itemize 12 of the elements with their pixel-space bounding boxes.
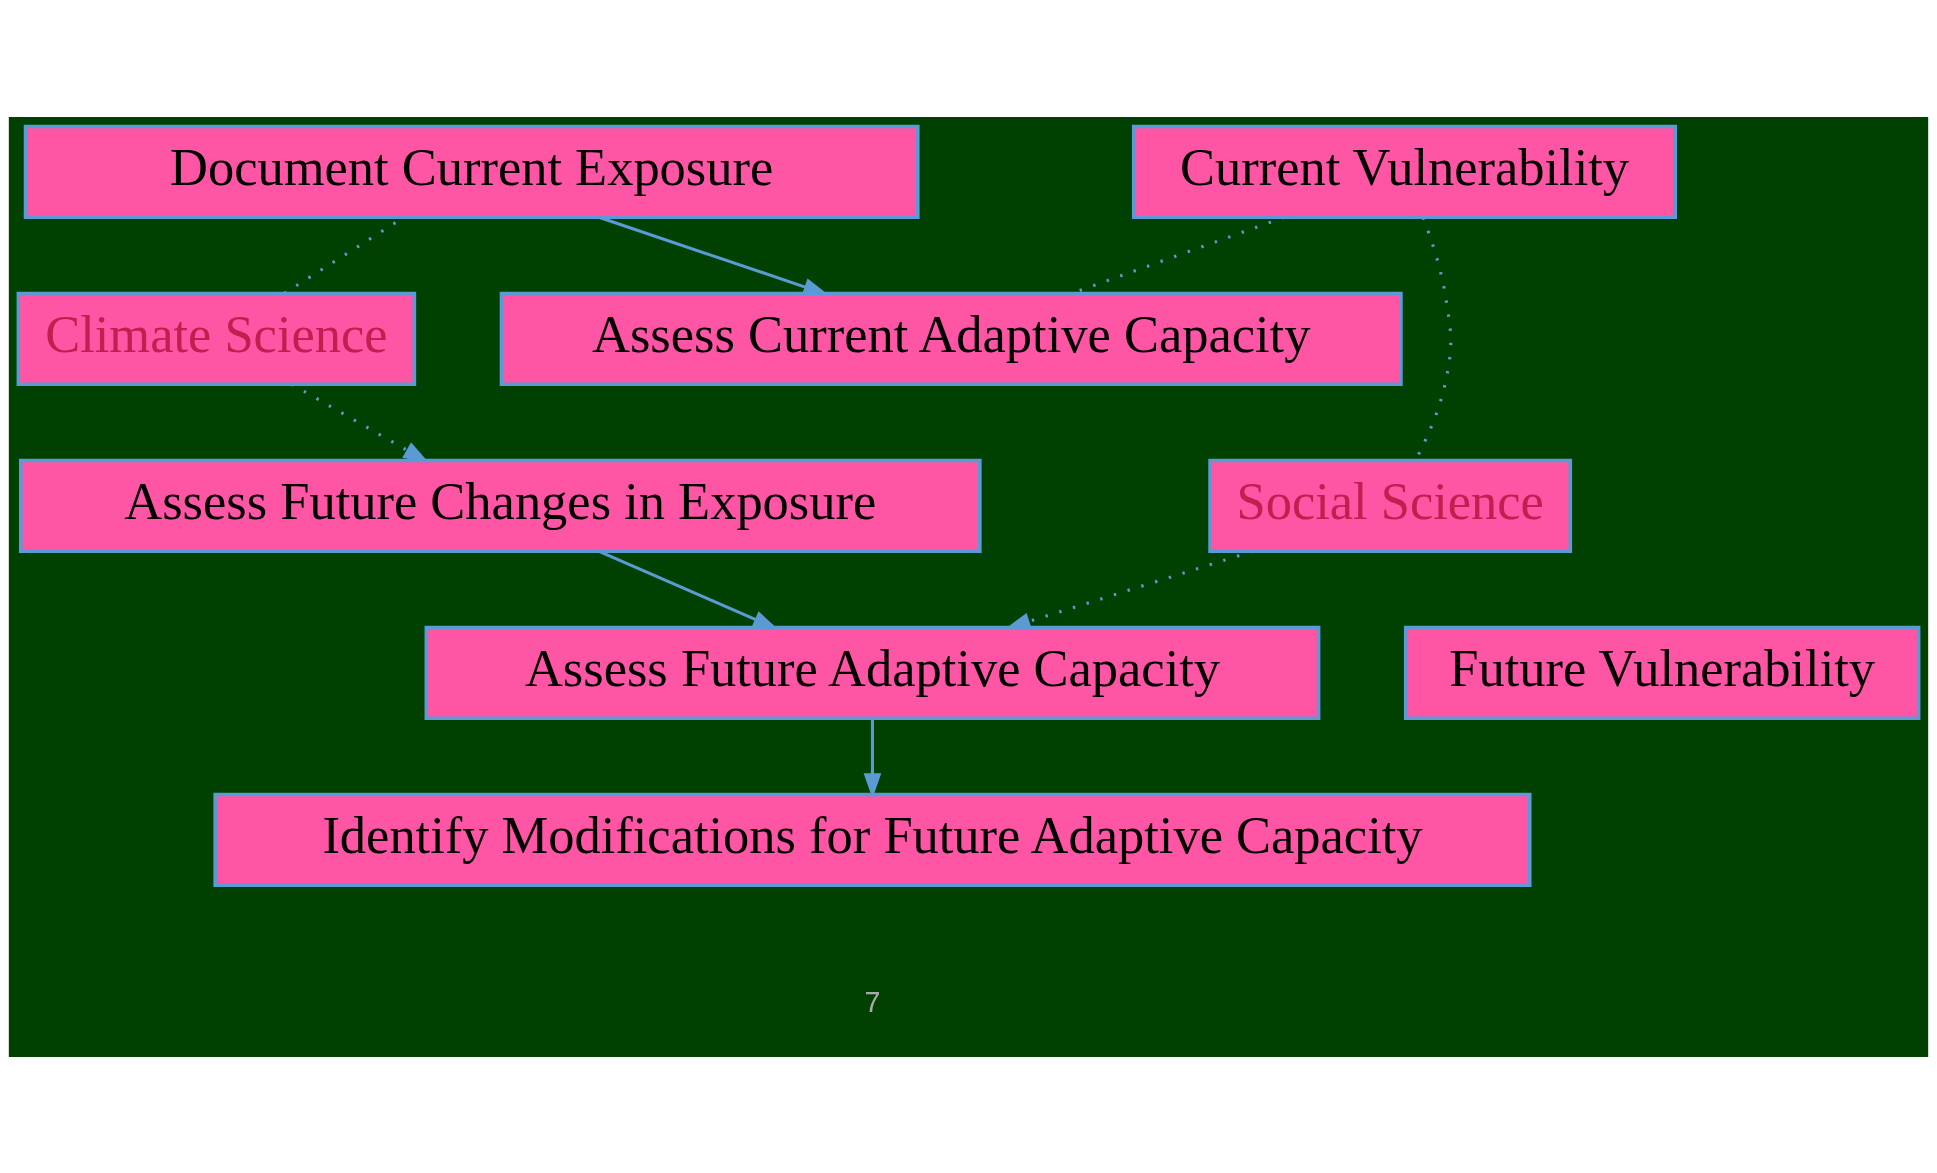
- node-box: Assess Current Adaptive Capacity: [499, 291, 1403, 386]
- node-box: Assess Future Adaptive Capacity: [424, 625, 1321, 720]
- node-box: Assess Future Changes in Exposure: [18, 458, 982, 553]
- node-box: Social Science: [1208, 458, 1573, 553]
- node-box: Current Vulnerability: [1131, 124, 1678, 219]
- node-box: Future Vulnerability: [1403, 625, 1921, 720]
- arrow: [1005, 549, 1254, 630]
- arrow: [863, 718, 882, 799]
- node-box: Document Current Exposure: [23, 124, 920, 219]
- node-box: Identify Modifications for Future Adaptive Capacity: [213, 792, 1532, 887]
- label: 7: [864, 985, 881, 1018]
- node-box: Climate Science: [16, 291, 417, 386]
